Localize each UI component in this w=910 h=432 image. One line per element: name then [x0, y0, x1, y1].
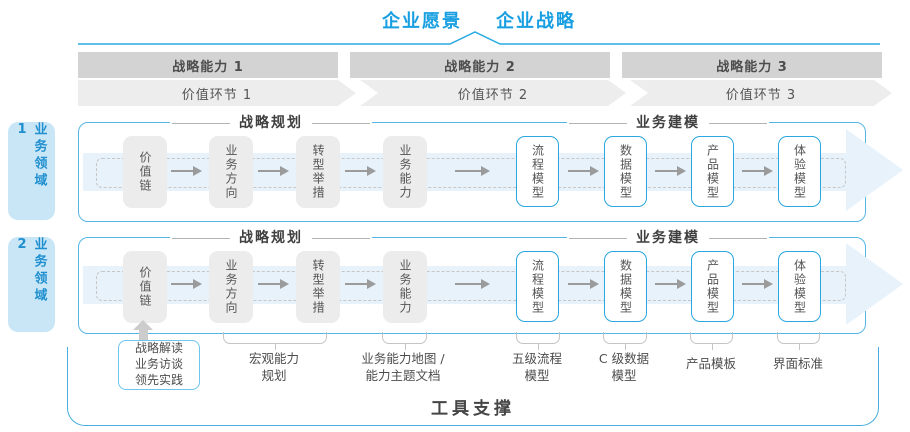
flow-band-arrow-icon: [846, 129, 903, 211]
flow-box-transformation: 转型举措: [296, 251, 340, 323]
brace-macro-capability: [223, 332, 327, 350]
value-link-chevron-3: 价值环节 3: [630, 80, 892, 106]
title-row: 企业愿景 企业战略: [78, 7, 880, 33]
section-header-planning: 战略规划: [170, 228, 372, 248]
flow-box-data-model: 数据模型: [604, 136, 647, 207]
flow-box-business-capability: 业务能力: [383, 251, 427, 323]
annotation-process-model: 五级流程 模型: [511, 351, 563, 383]
right-arrow-icon: [742, 166, 773, 176]
tool-support-container: 工具支撑: [67, 347, 879, 426]
right-arrow-icon: [345, 279, 376, 289]
right-arrow-icon: [568, 279, 599, 289]
strategy-inputs-box: 战略解读 业务访谈 领先实践: [118, 340, 200, 390]
domain-panel-1: 战略规划 业务建模 价值链 业务方向 转型举措 业务能力 流程模型 数据模型 产…: [78, 113, 903, 222]
right-arrow-icon: [345, 166, 376, 176]
value-link-chevron-1: 价值环节 1: [78, 80, 356, 106]
right-arrow-icon: [171, 279, 202, 289]
annotation-product-template: 产品模板: [685, 356, 737, 371]
right-arrow-icon: [742, 279, 773, 289]
strategy-connector-line: [78, 31, 880, 45]
annotation-macro-capability: 宏观能力 规划: [248, 351, 300, 383]
right-arrow-icon: [455, 166, 490, 176]
right-arrow-icon: [655, 279, 686, 289]
flow-box-process-model: 流程模型: [516, 136, 559, 207]
dashed-track: [96, 271, 846, 301]
capability-bar-1: 战略能力 1: [78, 52, 338, 78]
capability-bar-3: 战略能力 3: [622, 52, 882, 78]
title-strategy: 企业战略: [496, 11, 576, 32]
brace-product-template: [690, 332, 733, 350]
value-link-chevron-2: 价值环节 2: [360, 80, 626, 106]
flow-box-business-direction: 业务方向: [209, 136, 253, 208]
capability-bar-2: 战略能力 2: [350, 52, 610, 78]
flow-box-business-capability: 业务能力: [383, 136, 427, 208]
flow-box-process-model: 流程模型: [516, 251, 559, 322]
title-vision: 企业愿景: [382, 11, 462, 32]
sidebar-label-domain-2: 业务领域 2: [8, 237, 55, 332]
sidebar-label-domain-1: 业务领域 1: [8, 122, 55, 220]
annotation-ui-standard: 界面标准: [772, 356, 824, 371]
flow-box-experience-model: 体验模型: [778, 136, 821, 207]
dashed-track: [96, 158, 846, 188]
up-arrow-stem: [139, 329, 148, 341]
domain-panel-2: 战略规划 业务建模 价值链 业务方向 转型举措 业务能力 流程模型 数据模型 产…: [78, 228, 903, 334]
annotation-data-model: C 级数据 模型: [598, 351, 650, 383]
section-header-modeling: 业务建模: [567, 113, 769, 133]
brace-data-model: [603, 332, 647, 350]
capability-bar-row: 战略能力 1 战略能力 2 战略能力 3: [78, 52, 882, 78]
brace-ui-standard: [777, 332, 820, 350]
flow-band-arrow-icon: [846, 243, 903, 325]
brace-capability-map: [382, 332, 427, 350]
section-header-modeling: 业务建模: [567, 228, 769, 248]
right-arrow-icon: [171, 166, 202, 176]
flow-box-transformation: 转型举措: [296, 136, 340, 208]
up-arrow-icon: [133, 320, 153, 330]
section-header-planning: 战略规划: [170, 113, 372, 133]
annotation-capability-map: 业务能力地图 / 能力主题文档: [361, 351, 445, 383]
flow-box-value-chain: 价值链: [123, 251, 167, 323]
flow-box-data-model: 数据模型: [604, 251, 647, 322]
right-arrow-icon: [655, 166, 686, 176]
right-arrow-icon: [258, 279, 289, 289]
flow-box-experience-model: 体验模型: [778, 251, 821, 322]
flow-box-product-model: 产品模型: [691, 251, 734, 322]
right-arrow-icon: [568, 166, 599, 176]
brace-process-model: [516, 332, 560, 350]
tool-support-label: 工具支撑: [431, 399, 515, 419]
flow-box-business-direction: 业务方向: [209, 251, 253, 323]
right-arrow-icon: [455, 279, 490, 289]
right-arrow-icon: [258, 166, 289, 176]
flow-box-value-chain: 价值链: [123, 136, 167, 208]
flow-box-product-model: 产品模型: [691, 136, 734, 207]
